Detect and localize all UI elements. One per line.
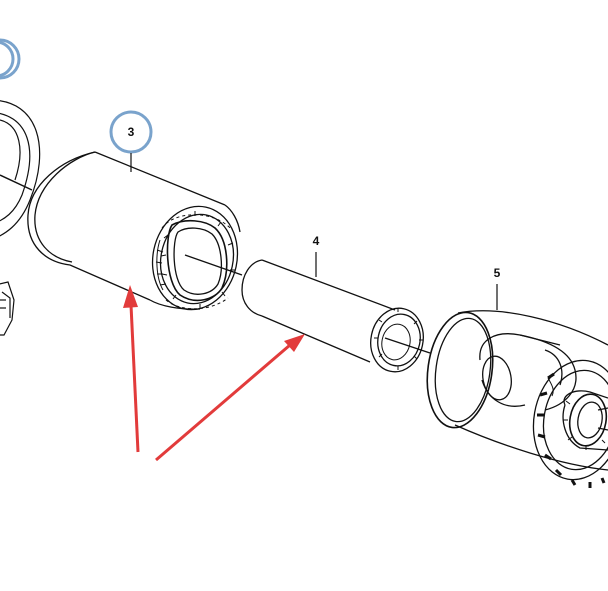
filter-housing [426, 310, 608, 488]
axis-line-4 [384, 337, 431, 354]
axis-line-3 [184, 254, 243, 276]
outer-filter-element [27, 151, 241, 311]
callout-5-label: 5 [494, 266, 501, 280]
red-arrow-to-part-4 [155, 334, 305, 462]
left-partial-part [0, 100, 41, 336]
callout-3-circle [109, 110, 153, 154]
callout-4: 4 [313, 234, 320, 277]
annotation-arrows [123, 285, 305, 462]
callout-3-label: 3 [128, 125, 135, 139]
inner-safety-filter [241, 259, 424, 373]
callout-3: 3 [109, 110, 153, 172]
red-arrow-to-part-3 [123, 285, 140, 453]
partial-callout-circle [0, 40, 15, 78]
callout-5: 5 [494, 266, 501, 310]
callout-4-label: 4 [313, 234, 320, 248]
